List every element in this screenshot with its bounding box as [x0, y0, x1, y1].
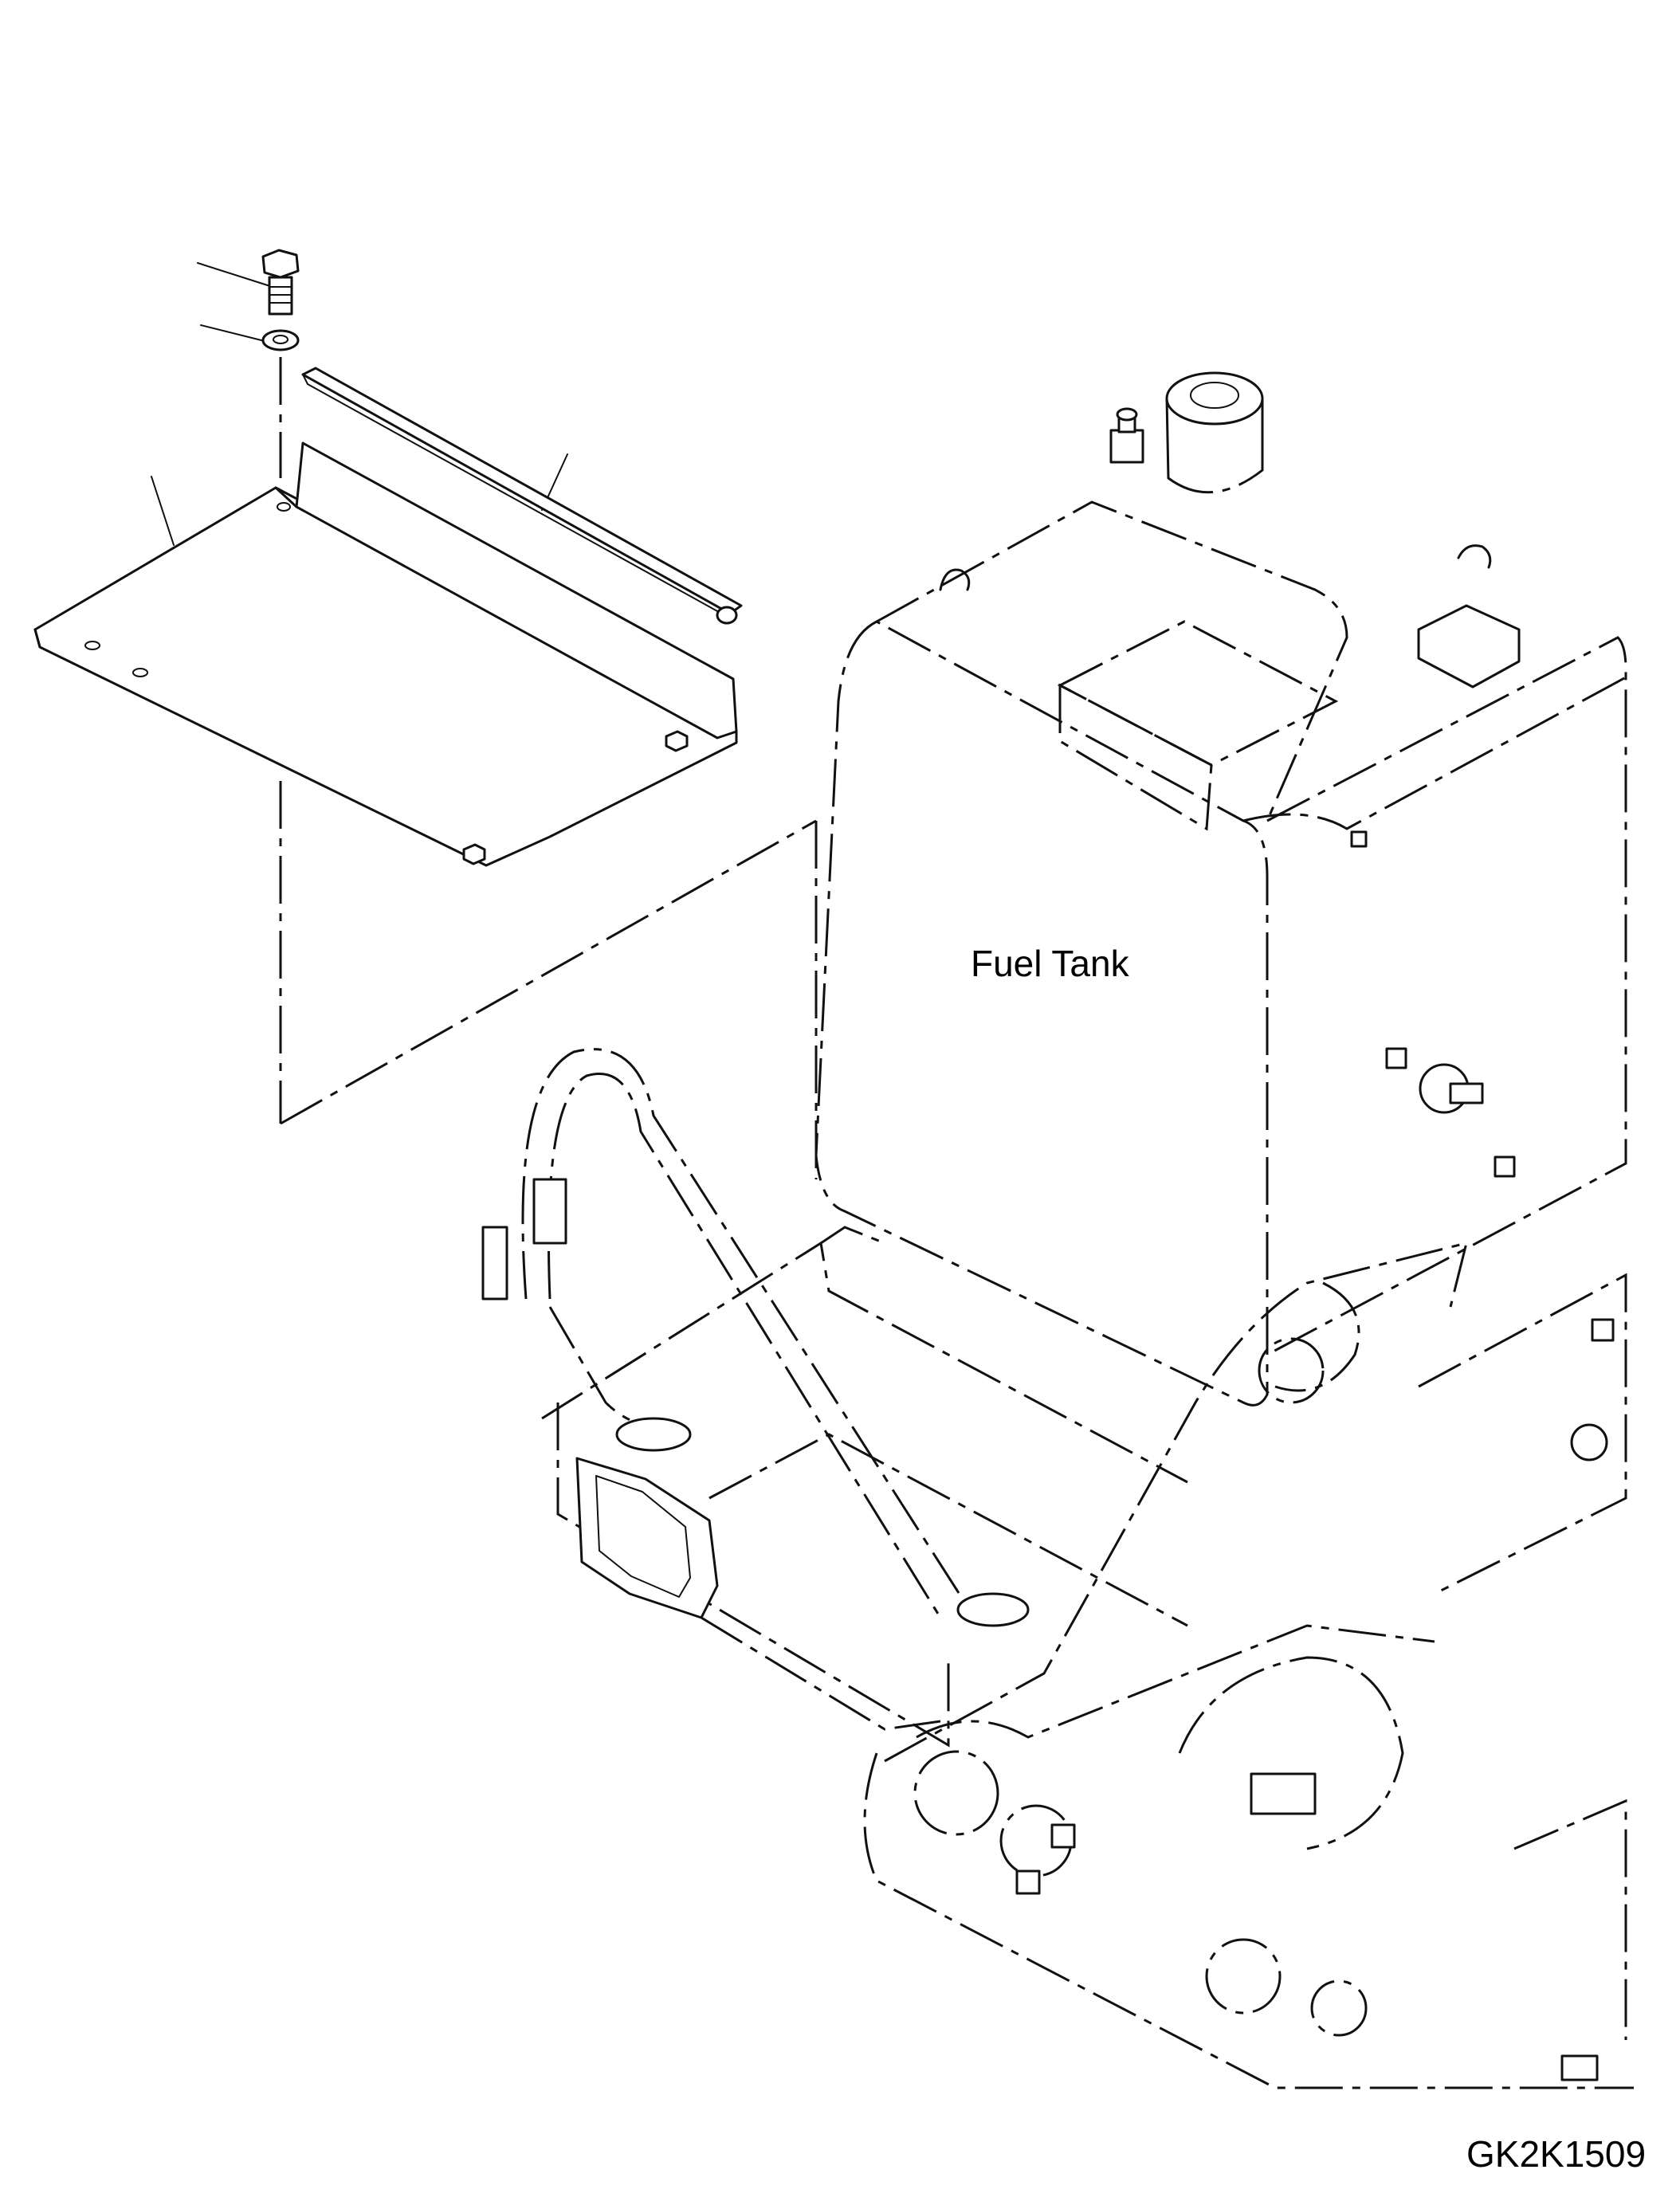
handrail — [481, 1048, 1030, 1627]
seal-strip — [301, 367, 743, 625]
fuel-tank-label: Fuel Tank — [971, 943, 1129, 984]
loader-frame — [863, 1241, 1634, 2089]
cover-plate — [33, 441, 738, 867]
main-frame — [541, 1226, 1188, 1748]
washer — [261, 329, 300, 351]
callout-leader-lines — [151, 262, 568, 546]
bolt — [261, 249, 300, 316]
projection-lines — [279, 781, 818, 1179]
drawing-code: GK2K1509 — [1466, 2133, 1647, 2175]
fuel-tank — [814, 371, 1627, 1406]
